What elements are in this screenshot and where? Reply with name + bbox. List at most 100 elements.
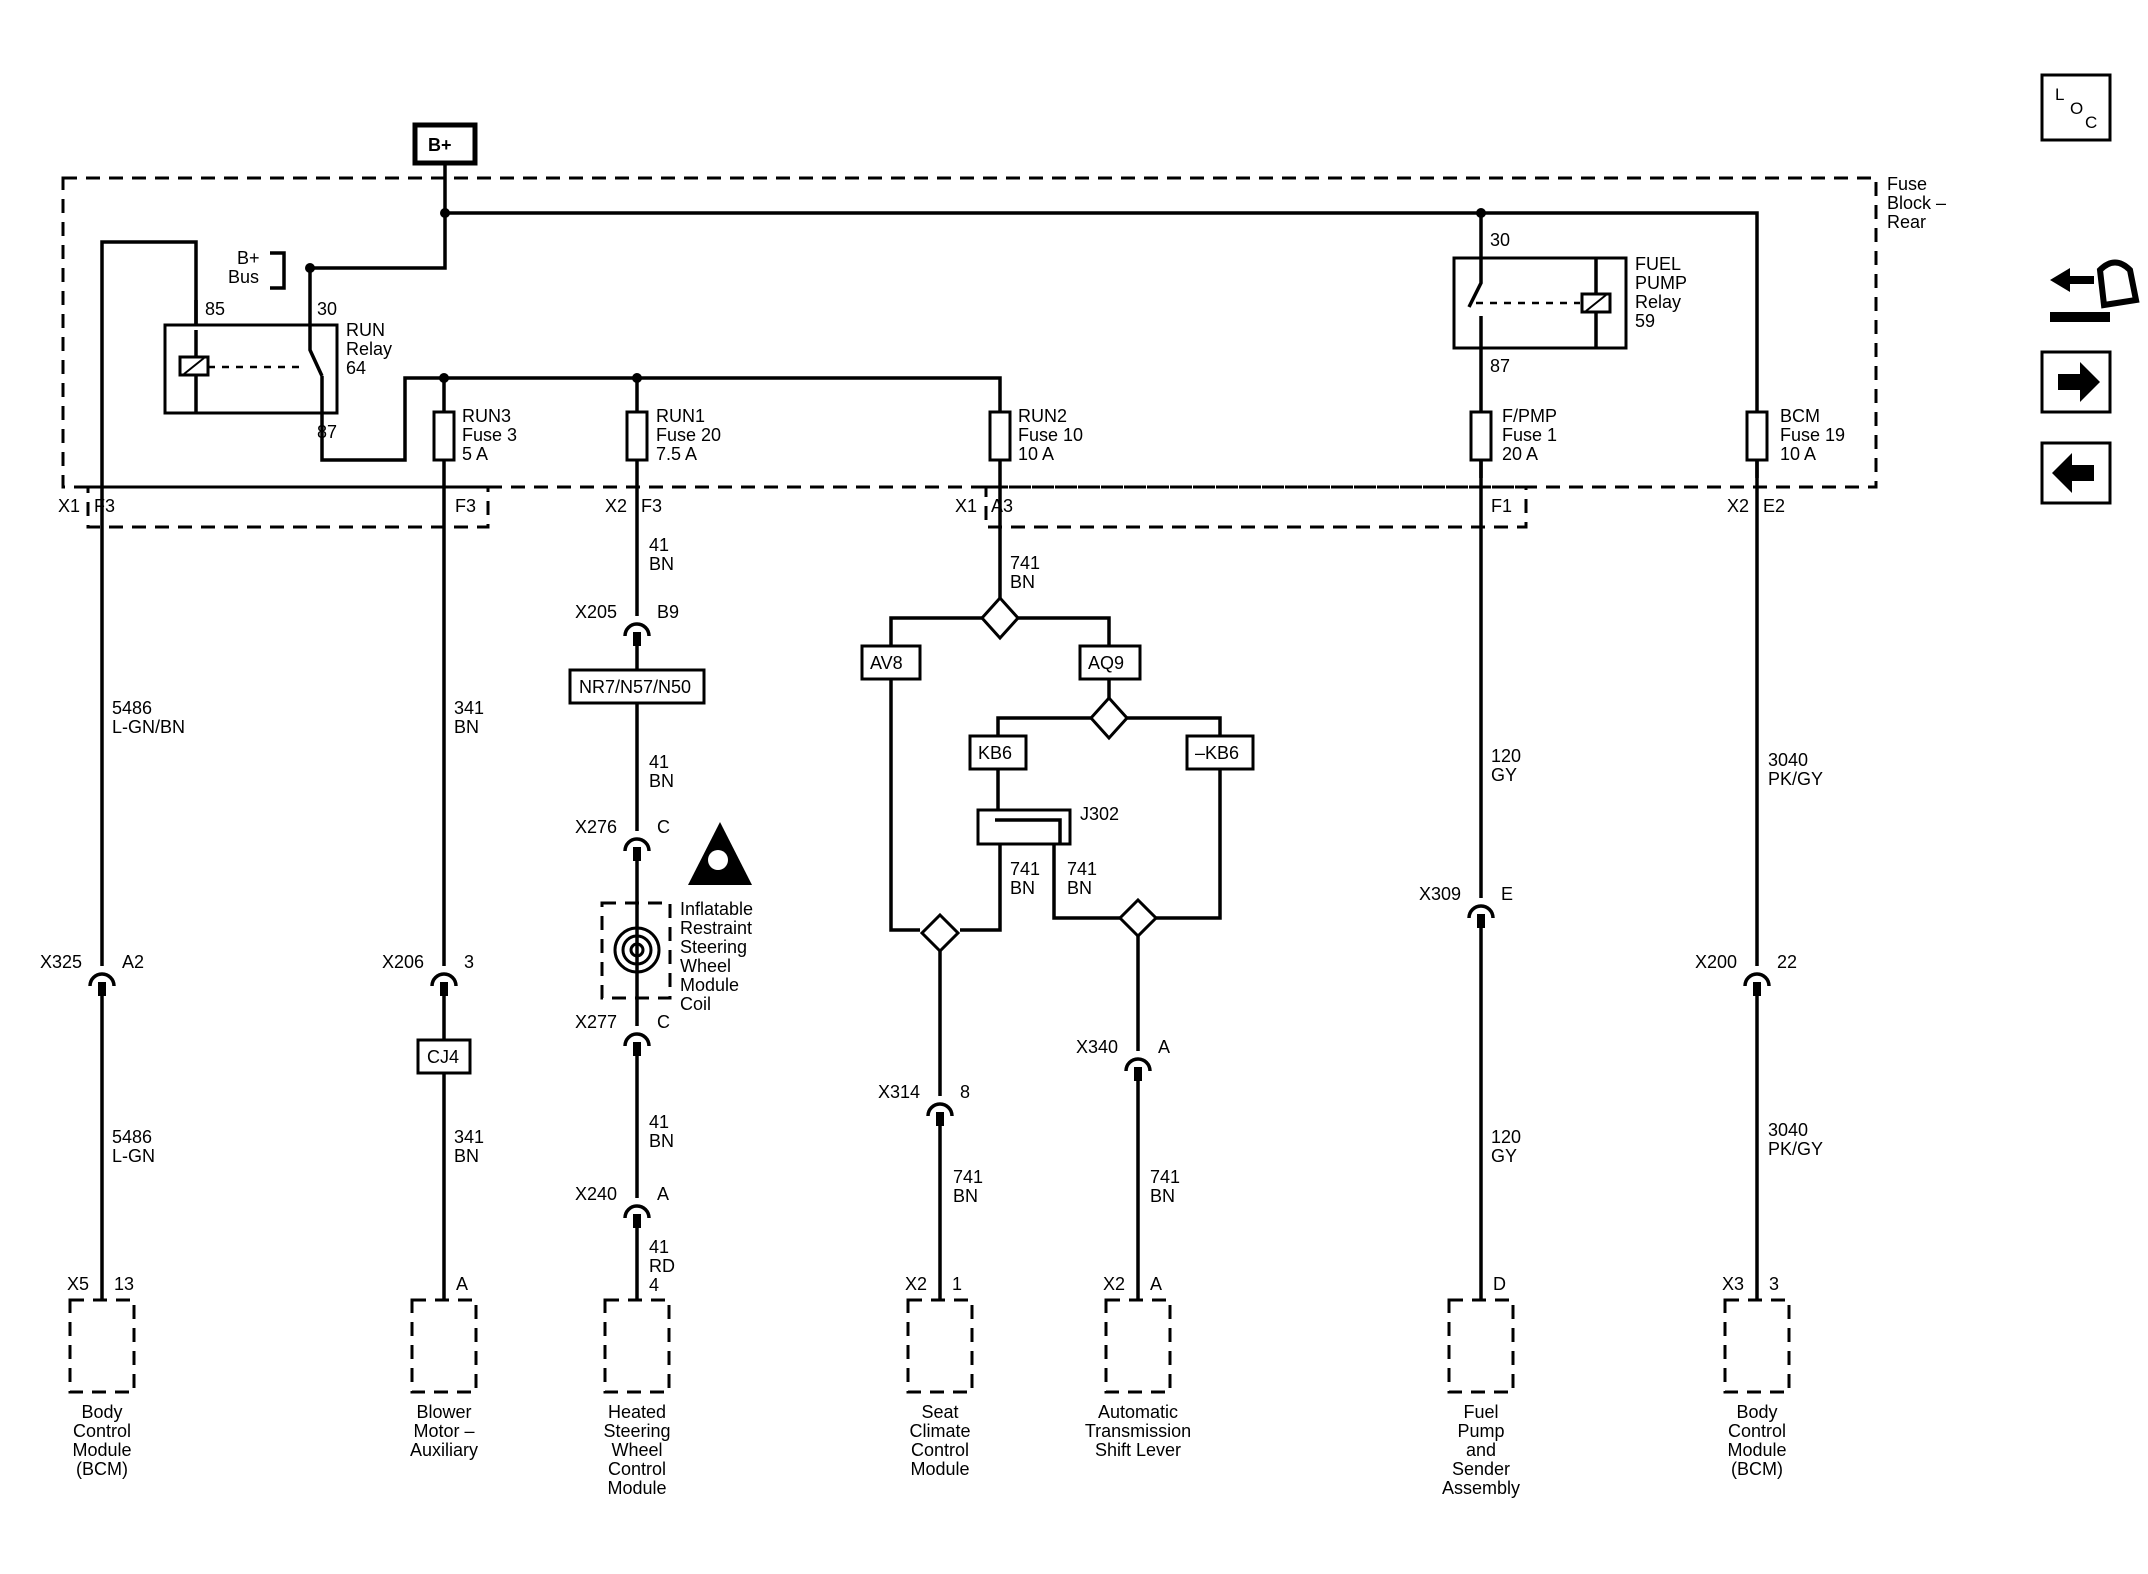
module-name: Shift Lever xyxy=(1095,1440,1181,1460)
module-name: Body xyxy=(81,1402,122,1422)
splice-diamond xyxy=(1117,897,1159,939)
b-plus-label: B+ xyxy=(428,135,452,155)
connector-label: X240 xyxy=(575,1184,617,1204)
module-name: Climate xyxy=(909,1421,970,1441)
pin-f3: F3 xyxy=(455,496,476,516)
connector-x200: X200 22 xyxy=(1695,952,1797,996)
svg-text:AV8: AV8 xyxy=(870,653,903,673)
connector-label: X276 xyxy=(575,817,617,837)
module-pin: D xyxy=(1493,1274,1506,1294)
module-name: Module xyxy=(1727,1440,1786,1460)
loc-button[interactable]: L O C xyxy=(2040,73,2112,142)
module-connector: X3 xyxy=(1722,1274,1744,1294)
module-name: and xyxy=(1466,1440,1496,1460)
fuel-pump-relay-pin-30: 30 xyxy=(1490,230,1510,250)
b-plus-terminal xyxy=(412,122,478,166)
splice-dot xyxy=(305,263,315,273)
module-name: Sender xyxy=(1452,1459,1510,1479)
connector-label: X340 xyxy=(1076,1037,1118,1057)
splice-diamond xyxy=(919,912,961,954)
svg-text:C: C xyxy=(2085,113,2097,132)
module-name: Motor – xyxy=(413,1421,474,1441)
arrow-left-icon xyxy=(2052,453,2094,493)
connector-x240: X240 A xyxy=(575,1184,669,1228)
connector-x206: X206 3 xyxy=(382,952,474,996)
option-kb6 xyxy=(968,734,1028,771)
svg-text:O: O xyxy=(2070,99,2083,118)
module-name: Fuel xyxy=(1463,1402,1498,1422)
connector-x1-outline xyxy=(86,485,490,529)
svg-text:–KB6: –KB6 xyxy=(1195,743,1239,763)
arrow-right-button[interactable] xyxy=(2040,350,2112,414)
module-pin: 1 xyxy=(952,1274,962,1294)
clockspring-coil-icon xyxy=(613,926,661,974)
run-relay-pin-85: 85 xyxy=(205,299,225,319)
module-name: Pump xyxy=(1457,1421,1504,1441)
module-name: Module xyxy=(910,1459,969,1479)
svg-text:KB6: KB6 xyxy=(978,743,1012,763)
module-name: Assembly xyxy=(1442,1478,1520,1498)
connector-pin: B9 xyxy=(657,602,679,622)
connector-label: X277 xyxy=(575,1012,617,1032)
connector-x277: X277 C xyxy=(575,1012,670,1056)
warning-triangle-icon xyxy=(688,822,752,885)
module-name: Auxiliary xyxy=(410,1440,478,1460)
module-name: Control xyxy=(73,1421,131,1441)
splice-diamond xyxy=(1088,695,1130,741)
connector-pin: 3 xyxy=(464,952,474,972)
splice-diamond xyxy=(979,595,1021,641)
connector-label: X206 xyxy=(382,952,424,972)
connector-label: X325 xyxy=(40,952,82,972)
connector-pin: A xyxy=(657,1184,669,1204)
module-connector: X2 xyxy=(1103,1274,1125,1294)
module-name: Transmission xyxy=(1085,1421,1191,1441)
svg-text:CJ4: CJ4 xyxy=(427,1047,459,1067)
arrow-left-button[interactable] xyxy=(2040,441,2112,505)
module-name: Wheel xyxy=(611,1440,662,1460)
connector-pin: 8 xyxy=(960,1082,970,1102)
module-name: Blower xyxy=(416,1402,471,1422)
harness-swap-icon[interactable] xyxy=(2050,259,2140,323)
connector-x1-a3-outline xyxy=(984,485,1528,529)
splice-dot xyxy=(1476,208,1486,218)
connector-pin: A xyxy=(1158,1037,1170,1057)
connector-label: X200 xyxy=(1695,952,1737,972)
splice-dot xyxy=(440,208,450,218)
fuel-pump-relay-pin-87: 87 xyxy=(1490,356,1510,376)
connector-pin: 22 xyxy=(1777,952,1797,972)
module-name: Steering xyxy=(603,1421,670,1441)
connector-pin: C xyxy=(657,1012,670,1032)
run-relay-pin-87: 87 xyxy=(317,422,337,442)
